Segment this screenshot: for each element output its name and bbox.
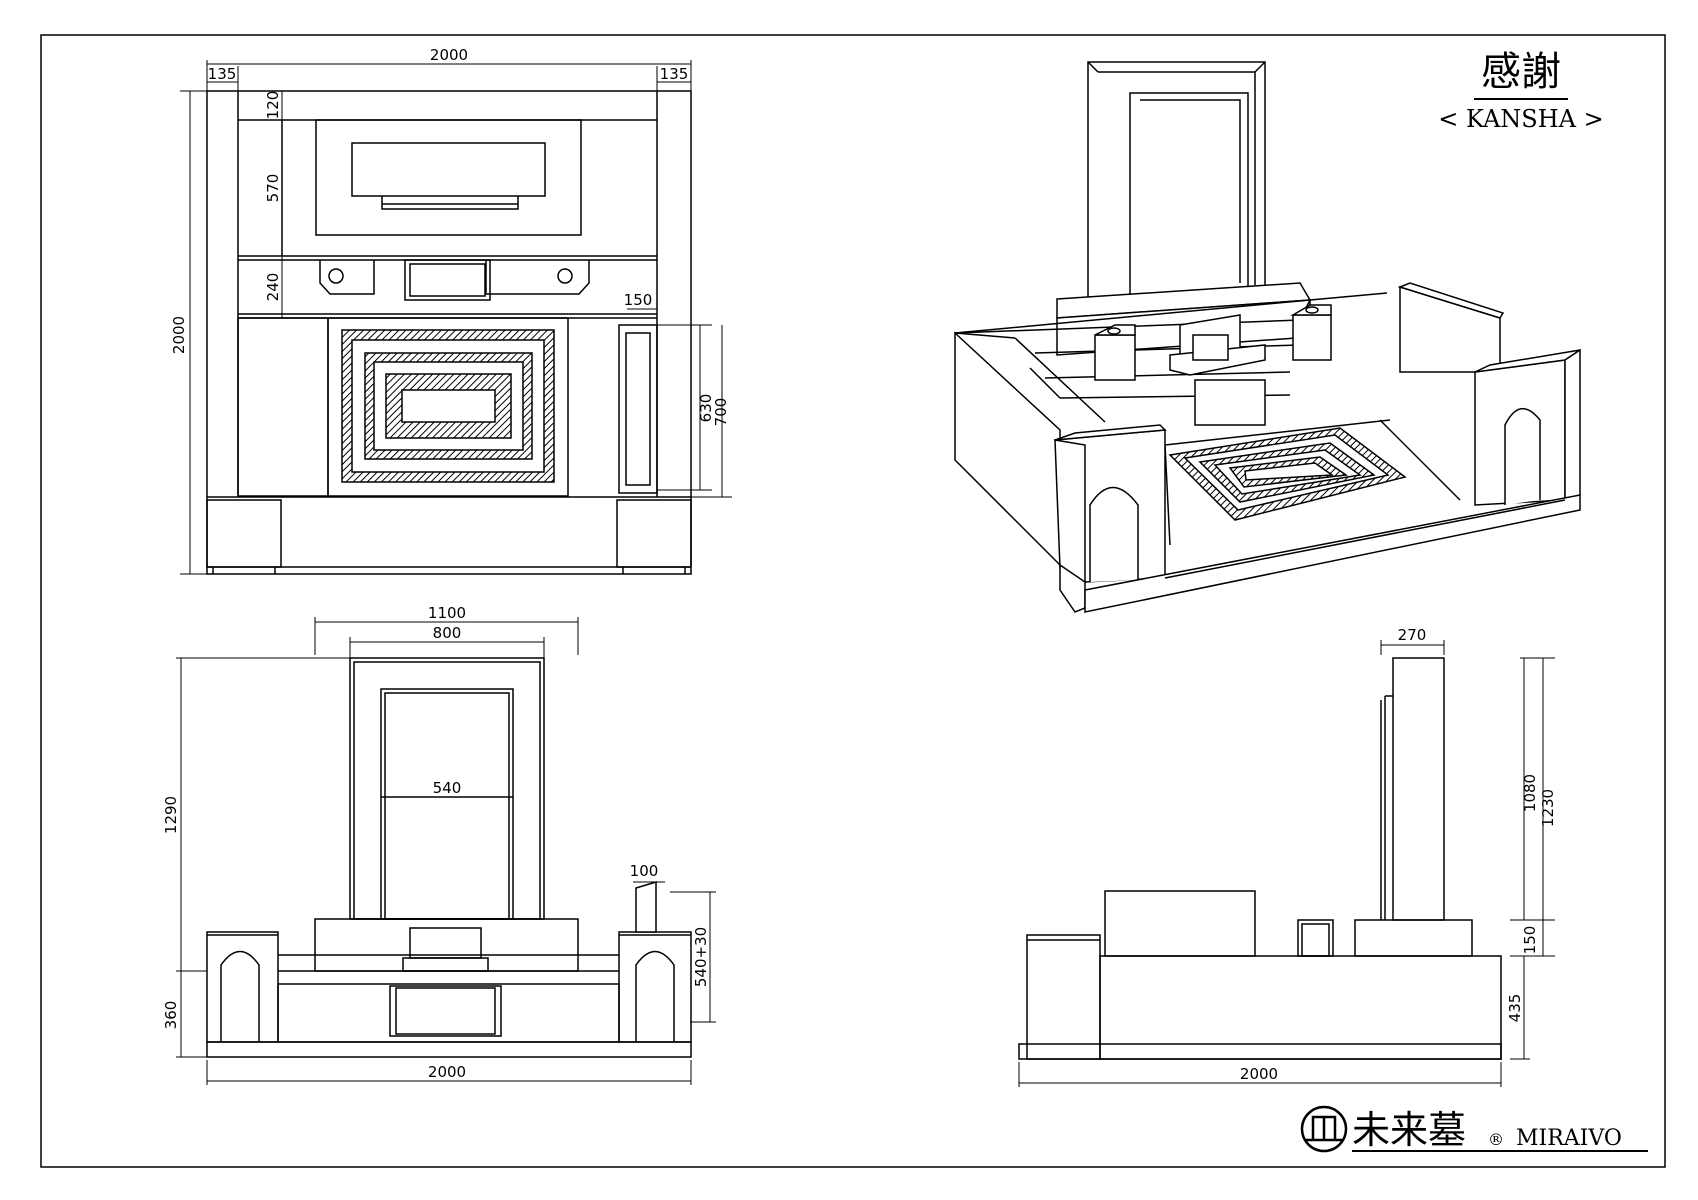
side-dim-435: 435 xyxy=(1506,994,1524,1023)
plan-dim-overall-depth: 2000 xyxy=(170,316,188,354)
brand-block: 未来墓 ® MIRAIVO xyxy=(1300,1105,1648,1153)
brand-latin: MIRAIVO xyxy=(1516,1126,1622,1151)
plan-dim-overall-width: 2000 xyxy=(430,46,468,64)
plan-dim-right-margin: 135 xyxy=(660,65,689,83)
plan-dim-570: 570 xyxy=(264,174,282,203)
side-dim-1080: 1080 xyxy=(1521,774,1539,812)
front-dim-540: 540 xyxy=(433,779,462,797)
front-dim-540-30: 540+30 xyxy=(692,927,710,987)
plan-dim-700: 700 xyxy=(712,398,730,427)
front-dim-1100: 1100 xyxy=(428,604,466,622)
plan-dim-150: 150 xyxy=(624,291,653,309)
plan-dim-240: 240 xyxy=(264,273,282,302)
plan-dim-120: 120 xyxy=(264,91,282,120)
vase-right-icon xyxy=(557,268,573,284)
isometric-view xyxy=(954,61,1581,613)
side-dimensions xyxy=(1018,640,1555,1087)
title-kanji: 感謝 xyxy=(1481,49,1561,95)
sheet-border xyxy=(40,34,1666,1168)
brand-registered: ® xyxy=(1488,1130,1504,1149)
plan-dimensions xyxy=(180,60,732,575)
plan-view xyxy=(206,90,692,575)
plan-outer-frame xyxy=(206,90,692,575)
front-dimensions xyxy=(176,617,716,1085)
plan-dim-left-margin: 135 xyxy=(208,65,237,83)
miraivo-logo-icon xyxy=(1300,1105,1348,1153)
front-dim-1290: 1290 xyxy=(162,796,180,834)
front-dim-100: 100 xyxy=(630,862,659,880)
front-dim-800: 800 xyxy=(433,624,462,642)
side-dimension-labels: 270 1080 1230 150 435 2000 xyxy=(1240,626,1557,1083)
title-block: 感謝 < KANSHA > xyxy=(1438,49,1603,133)
front-dim-360: 360 xyxy=(162,1001,180,1030)
title-romaji: < KANSHA > xyxy=(1438,105,1603,133)
side-dim-1230: 1230 xyxy=(1539,789,1557,827)
front-dim-overall-width: 2000 xyxy=(428,1063,466,1081)
front-view xyxy=(206,657,692,1058)
front-dimension-labels: 1100 800 540 1290 360 100 540+30 2000 xyxy=(162,604,710,1081)
vase-left-icon xyxy=(328,268,344,284)
side-dim-overall-width: 2000 xyxy=(1240,1065,1278,1083)
plan-dimension-labels: 2000 135 135 2000 120 570 240 150 630 70… xyxy=(170,46,730,426)
side-dim-270: 270 xyxy=(1398,626,1427,644)
plan-dim-630: 630 xyxy=(697,394,715,423)
brand-kanji: 未来墓 xyxy=(1352,1108,1466,1152)
side-view xyxy=(1018,657,1502,1060)
side-dim-150: 150 xyxy=(1521,926,1539,955)
